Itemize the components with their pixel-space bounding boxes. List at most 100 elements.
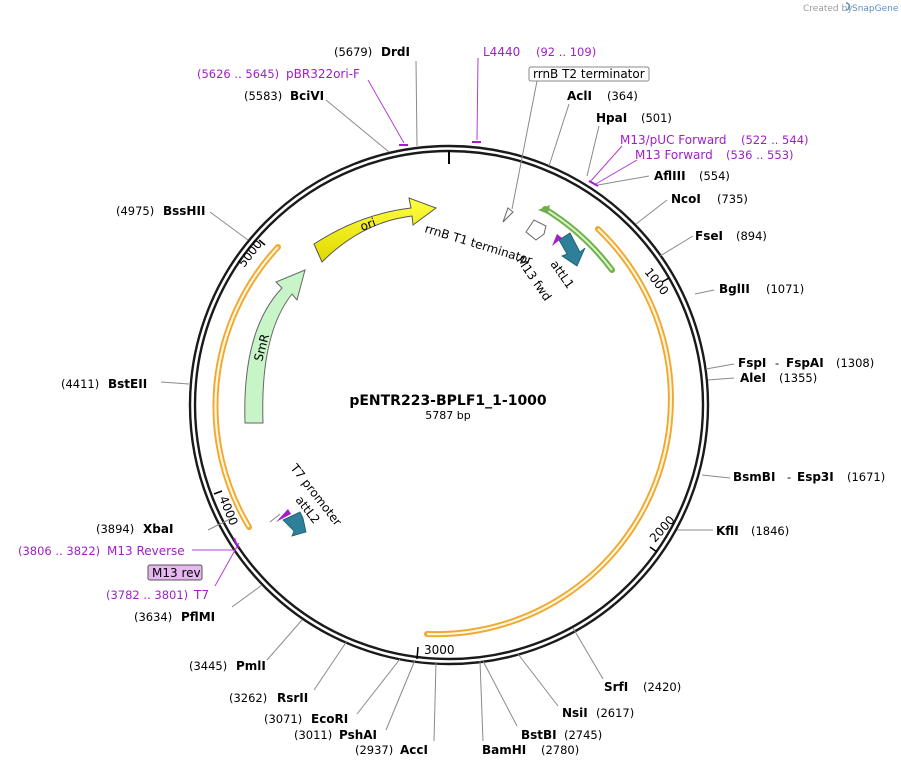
site-label-fsei: FseI (894) bbox=[695, 229, 767, 243]
svg-text:NsiI: NsiI bbox=[562, 706, 588, 720]
site-label-pshai: (3011) PshAI bbox=[294, 728, 377, 742]
svg-text:(92 .. 109): (92 .. 109) bbox=[536, 45, 596, 59]
rrnb-t1-feature bbox=[525, 219, 547, 241]
ruler-label-2000: 2000 bbox=[647, 513, 678, 545]
svg-text:(5626 .. 5645): (5626 .. 5645) bbox=[197, 67, 279, 81]
ruler-tick-4000 bbox=[213, 490, 223, 495]
rrnb-t2-feature bbox=[502, 207, 514, 223]
site-label-pflmi: (3634) PflMI bbox=[134, 610, 215, 624]
svg-text:(554): (554) bbox=[699, 169, 730, 183]
smr-label: SmR bbox=[251, 332, 272, 362]
svg-text:(2780): (2780) bbox=[541, 743, 579, 757]
svg-text:(3262): (3262) bbox=[229, 691, 267, 705]
green-feature-arc bbox=[538, 205, 615, 273]
ori-label: ori bbox=[358, 215, 377, 233]
svg-text:PshAI: PshAI bbox=[339, 728, 377, 742]
primer-label-m13-puc-forward: M13/pUC Forward (522 .. 544) bbox=[620, 133, 809, 147]
rrnb-t2-label: rrnB T2 terminator bbox=[533, 67, 645, 81]
svg-text:(3806 .. 3822): (3806 .. 3822) bbox=[18, 544, 100, 558]
site-label-bsshii: (4975) BssHII bbox=[116, 204, 205, 218]
svg-text:BamHI: BamHI bbox=[482, 743, 526, 757]
site-label-rsrii: (3262) RsrII bbox=[229, 691, 308, 705]
svg-text:(735): (735) bbox=[717, 192, 748, 206]
backbone-outer-ring bbox=[188, 144, 710, 666]
site-leaders bbox=[160, 60, 735, 742]
svg-text:HpaI: HpaI bbox=[596, 111, 627, 125]
site-label-bsteii: (4411) BstEII bbox=[61, 377, 147, 391]
svg-text:(2420): (2420) bbox=[643, 680, 681, 694]
t7-promoter-feature bbox=[276, 509, 291, 522]
svg-text:KflI: KflI bbox=[716, 524, 739, 538]
svg-text:FspAI: FspAI bbox=[786, 356, 824, 370]
svg-text:BstBI: BstBI bbox=[521, 728, 557, 742]
svg-text:FseI: FseI bbox=[695, 229, 723, 243]
svg-text:(501): (501) bbox=[641, 111, 672, 125]
site-label-drdi: (5679) DrdI bbox=[334, 45, 410, 59]
site-label-ecori: (3071) EcoRI bbox=[264, 712, 348, 726]
svg-text:Esp3I: Esp3I bbox=[797, 470, 834, 484]
svg-text:(1308): (1308) bbox=[836, 356, 874, 370]
svg-text:M13 Reverse: M13 Reverse bbox=[107, 544, 185, 558]
primer-label-m13-rev: M13 rev bbox=[147, 564, 203, 581]
svg-text:BstEII: BstEII bbox=[108, 377, 147, 391]
site-label-acli: AclI (364) bbox=[567, 89, 638, 103]
svg-text:EcoRI: EcoRI bbox=[311, 712, 348, 726]
primer-label-pbr322ori-f: (5626 .. 5645) pBR322ori-F bbox=[197, 67, 360, 81]
attl1-feature bbox=[558, 232, 586, 267]
primer-label-t7: (3782 .. 3801) T7 bbox=[106, 588, 209, 602]
svg-text:NcoI: NcoI bbox=[671, 192, 701, 206]
svg-text:(894): (894) bbox=[736, 229, 767, 243]
orange-feature-right bbox=[424, 226, 674, 638]
plasmid-size: 5787 bp bbox=[425, 409, 470, 422]
svg-text:(1355): (1355) bbox=[779, 371, 817, 385]
primer-label-m13-forward: M13 Forward (536 .. 553) bbox=[635, 148, 794, 162]
site-label-bglii: BglII (1071) bbox=[719, 282, 804, 296]
svg-text:RsrII: RsrII bbox=[277, 691, 308, 705]
site-label-fspi-fspai: FspI - FspAI (1308) bbox=[738, 356, 874, 370]
site-label-kfli: KflI (1846) bbox=[716, 524, 789, 538]
smr-feature bbox=[244, 269, 306, 424]
site-label-ncoi: NcoI (735) bbox=[671, 192, 748, 206]
svg-text:-: - bbox=[775, 356, 779, 370]
svg-text:AclI: AclI bbox=[567, 89, 592, 103]
svg-text:DrdI: DrdI bbox=[381, 45, 410, 59]
svg-text:(1846): (1846) bbox=[751, 524, 789, 538]
svg-text:(522 .. 544): (522 .. 544) bbox=[741, 133, 809, 147]
svg-text:BsmBI: BsmBI bbox=[733, 470, 775, 484]
svg-text:PflMI: PflMI bbox=[181, 610, 215, 624]
svg-text:(3634): (3634) bbox=[134, 610, 172, 624]
attl2-feature bbox=[282, 511, 307, 537]
svg-text:(3071): (3071) bbox=[264, 712, 302, 726]
svg-text:(536 .. 553): (536 .. 553) bbox=[726, 148, 794, 162]
svg-text:BciVI: BciVI bbox=[290, 89, 324, 103]
svg-text:M13 Forward: M13 Forward bbox=[635, 148, 713, 162]
plasmid-name: pENTR223-BPLF1_1-1000 bbox=[349, 393, 547, 409]
ruler-tick-2000 bbox=[649, 546, 658, 553]
svg-text:(1671): (1671) bbox=[847, 470, 885, 484]
site-label-srfi: SrfI (2420) bbox=[604, 680, 681, 694]
svg-text:AflIII: AflIII bbox=[654, 169, 686, 183]
site-label-afliii: AflIII (554) bbox=[654, 169, 730, 183]
ruler-tick-1000 bbox=[661, 277, 670, 283]
ruler-tick-5000 bbox=[258, 239, 266, 246]
svg-text:(4975): (4975) bbox=[116, 204, 154, 218]
svg-text:pBR322ori-F: pBR322ori-F bbox=[286, 67, 360, 81]
credit-brand: SnapGene bbox=[852, 4, 899, 14]
ruler-tick-3000 bbox=[416, 646, 419, 660]
svg-text:SrfI: SrfI bbox=[604, 680, 628, 694]
svg-text:-: - bbox=[787, 470, 791, 484]
svg-text:(1071): (1071) bbox=[766, 282, 804, 296]
site-label-bcivi: (5583) BciVI bbox=[244, 89, 324, 103]
svg-text:(3011): (3011) bbox=[294, 728, 332, 742]
svg-text:BglII: BglII bbox=[719, 282, 750, 296]
site-label-hpai: HpaI (501) bbox=[596, 111, 672, 125]
primer-label-m13-reverse: (3806 .. 3822) M13 Reverse bbox=[18, 544, 185, 558]
svg-text:(364): (364) bbox=[607, 89, 638, 103]
credit-prefix: Created by bbox=[803, 4, 853, 14]
primer-label-l4440: L4440 (92 .. 109) bbox=[483, 45, 596, 59]
rrnb-t2-label-box: rrnB T2 terminator bbox=[528, 66, 650, 82]
ruler-label-3000: 3000 bbox=[424, 643, 455, 657]
svg-text:PmlI: PmlI bbox=[236, 659, 266, 673]
m13-fwd-label: M13 fwd bbox=[514, 254, 555, 304]
